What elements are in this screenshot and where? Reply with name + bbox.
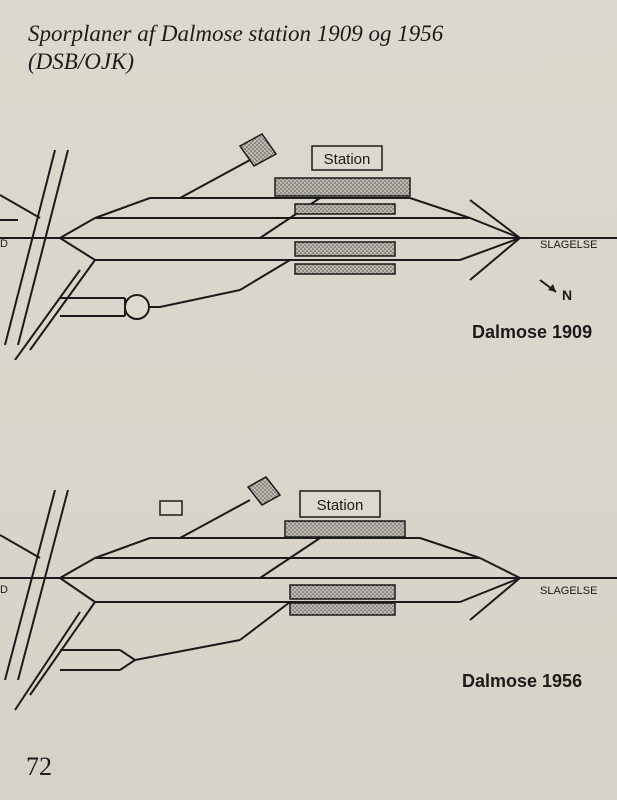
north-label: N xyxy=(562,287,572,303)
goods-shed xyxy=(246,476,282,506)
track-plan-1909: Station D SLAGELSE N Dalmose 1909 xyxy=(0,133,617,360)
branch-track xyxy=(29,601,96,696)
station-platform xyxy=(284,520,406,538)
direction-label: SLAGELSE xyxy=(540,585,597,597)
platform xyxy=(289,584,396,600)
small-building xyxy=(159,500,183,516)
station-label-box xyxy=(299,490,381,518)
platform xyxy=(289,602,396,616)
branch-track xyxy=(29,259,96,351)
platform xyxy=(294,263,396,275)
left-edge-label: D xyxy=(0,584,8,596)
track-plan-1956: Station D SLAGELSE Dalmose 1956 xyxy=(0,476,617,711)
platform xyxy=(294,241,396,257)
page-number: 72 xyxy=(26,752,52,781)
turntable xyxy=(124,294,150,320)
plan-title-1909: Dalmose 1909 xyxy=(472,322,592,342)
plan-title-1956: Dalmose 1956 xyxy=(462,671,582,691)
left-edge-label: D xyxy=(0,238,8,250)
station-label: Station xyxy=(324,151,371,168)
station-platform xyxy=(274,177,411,197)
direction-label: SLAGELSE xyxy=(540,239,597,251)
goods-shed xyxy=(238,133,278,167)
caption-line-2: (DSB/OJK) xyxy=(28,49,135,74)
station-label: Station xyxy=(317,497,364,514)
platform xyxy=(294,203,396,215)
caption-line-1: Sporplaner af Dalmose station 1909 og 19… xyxy=(28,21,444,46)
figure-caption: Sporplaner af Dalmose station 1909 og 19… xyxy=(28,20,548,76)
station-label-box xyxy=(311,145,383,171)
